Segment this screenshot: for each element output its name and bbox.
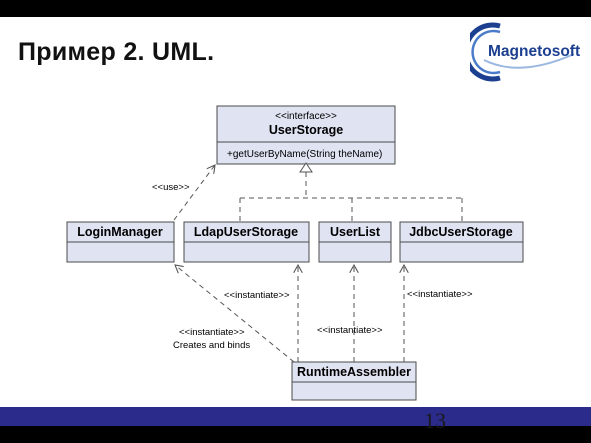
interface-name: UserStorage — [269, 123, 343, 137]
ldapuserstorage-name: LdapUserStorage — [194, 225, 298, 239]
bottom-black-bar — [0, 426, 591, 443]
instantiate-userlist-label: <<instantiate>> — [317, 325, 383, 336]
runtimeassembler-name: RuntimeAssembler — [297, 365, 411, 379]
top-black-bar — [0, 0, 591, 17]
instantiate-jdbc-label: <<instantiate>> — [407, 289, 473, 300]
ldapuserstorage-class-box: LdapUserStorage — [183, 221, 310, 263]
jdbcuserstorage-name: JdbcUserStorage — [409, 225, 513, 239]
userlist-class-box: UserList — [318, 221, 392, 263]
use-label: <<use>> — [152, 182, 190, 193]
instantiate-login-label: <<instantiate>> — [179, 327, 245, 338]
jdbcuserstorage-class-box: JdbcUserStorage — [399, 221, 524, 263]
loginmanager-class-box: LoginManager — [66, 221, 175, 263]
interface-operation: +getUserByName(String theName) — [227, 149, 382, 160]
logo-wordmark: Magnetosoft — [488, 43, 580, 60]
userlist-name: UserList — [330, 225, 381, 239]
realization-arrowhead — [299, 162, 313, 173]
slide-title: Пример 2. UML. — [18, 38, 215, 66]
interface-stereotype: <<interface>> — [275, 111, 337, 122]
realization-connectors — [239, 172, 463, 222]
creates-and-binds-label: Creates and binds — [173, 340, 250, 351]
page-number: 13 — [424, 408, 446, 433]
dependency-connectors — [173, 165, 404, 363]
runtimeassembler-class-box: RuntimeAssembler — [291, 361, 417, 401]
userstorage-interface-box: <<interface>> UserStorage +getUserByName… — [216, 105, 396, 165]
footer-blue-strip — [0, 407, 591, 426]
instantiate-ldap-label: <<instantiate>> — [224, 290, 290, 301]
loginmanager-name: LoginManager — [77, 225, 163, 239]
